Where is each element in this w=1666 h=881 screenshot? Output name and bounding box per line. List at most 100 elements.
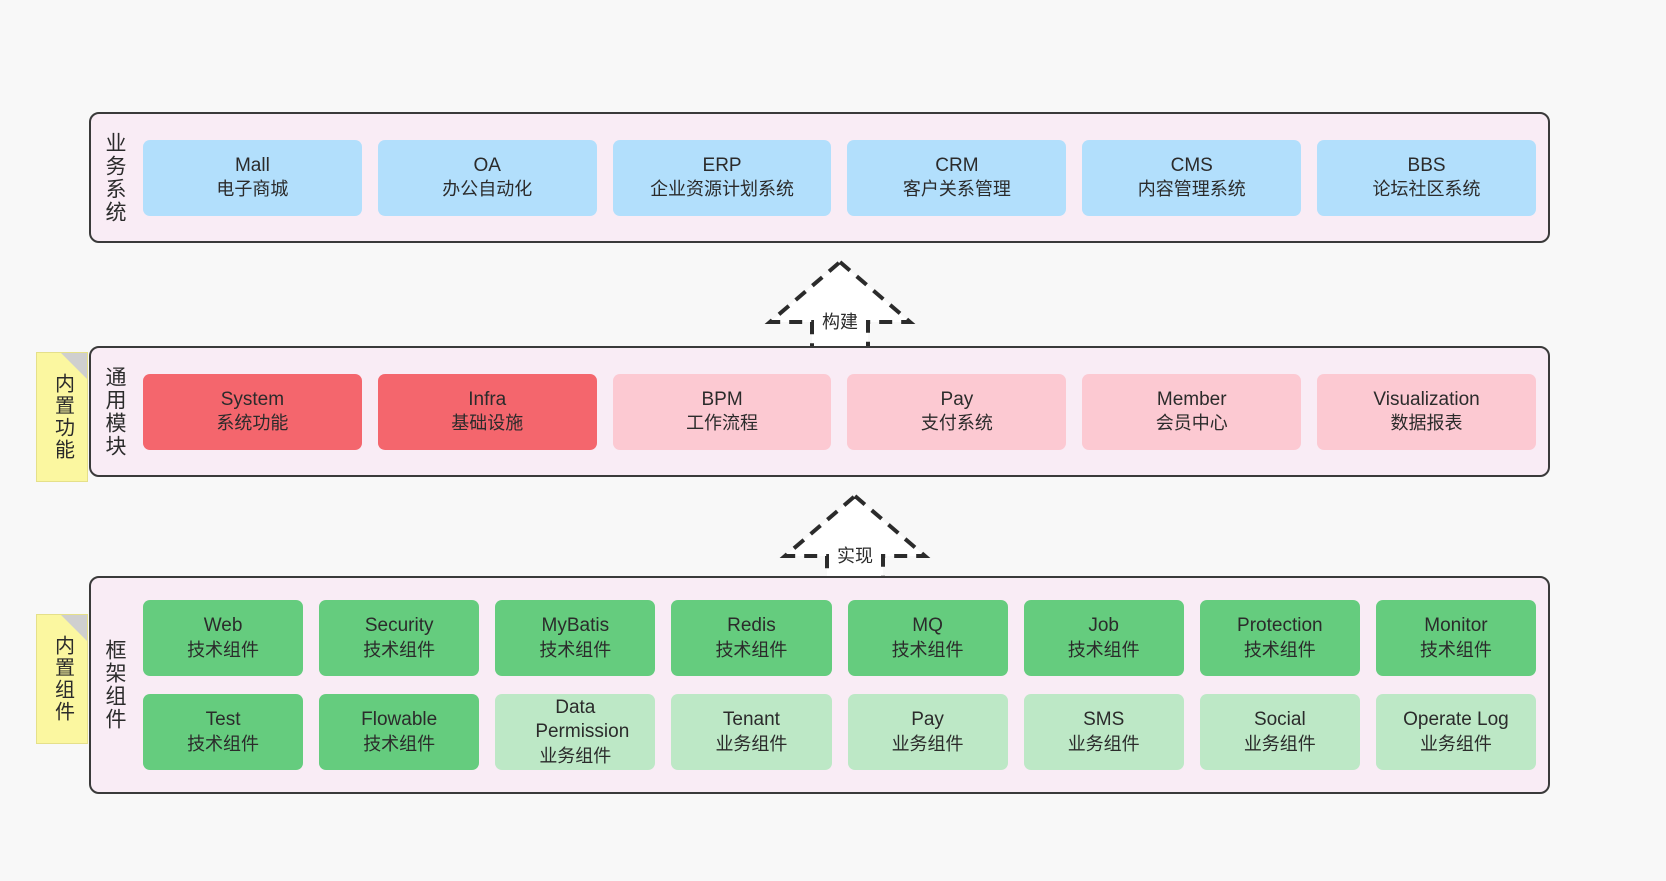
arrow-build-shape <box>764 259 916 356</box>
card-subtitle: 业务组件 <box>1067 733 1140 754</box>
card-title: Social <box>1253 709 1306 731</box>
card-sms[interactable]: SMS 业务组件 <box>1023 694 1184 770</box>
card-subtitle: 业务组件 <box>891 733 964 754</box>
card-infra[interactable]: Infra 基础设施 <box>377 373 597 450</box>
card-job[interactable]: Job 技术组件 <box>1023 600 1184 676</box>
card-subtitle: 技术组件 <box>1067 639 1140 660</box>
layer-body-common-modules: System 系统功能 Infra 基础设施 BPM 工作流程 Pay 支付系统… <box>137 348 1548 475</box>
card-crm[interactable]: CRM 客户关系管理 <box>847 139 1067 216</box>
card-subtitle: 技术组件 <box>187 733 260 754</box>
arrow-build-label: 构建 <box>822 312 858 332</box>
card-bbs[interactable]: BBS 论坛社区系统 <box>1317 139 1536 216</box>
card-title: ERP <box>702 154 742 176</box>
card-pay-business[interactable]: Pay 业务组件 <box>847 694 1008 770</box>
card-title: Web <box>203 615 243 637</box>
card-subtitle: 内容管理系统 <box>1137 179 1246 200</box>
arrow-implement: 实现 <box>775 492 935 590</box>
card-pay[interactable]: Pay 支付系统 <box>847 373 1067 450</box>
card-operate-log[interactable]: Operate Log 业务组件 <box>1375 694 1536 770</box>
card-row-technical: Web 技术组件 Security 技术组件 MyBatis 技术组件 Redi… <box>143 600 1536 676</box>
note-builtin-components: 内置组件 <box>36 614 88 744</box>
card-title: MyBatis <box>541 615 610 637</box>
card-title: BBS <box>1407 154 1446 176</box>
note-fold-corner-icon <box>61 615 87 641</box>
card-subtitle: 业务组件 <box>715 733 788 754</box>
card-title: Pay <box>940 388 974 410</box>
card-subtitle: 技术组件 <box>1419 639 1492 660</box>
note-fold-corner-icon <box>61 353 87 379</box>
card-member[interactable]: Member 会员中心 <box>1082 373 1302 450</box>
card-title: CMS <box>1170 154 1213 176</box>
card-subtitle: 技术组件 <box>363 733 436 754</box>
card-title: Visualization <box>1373 388 1480 410</box>
card-title: System <box>220 388 285 410</box>
card-data-permission[interactable]: Data Permission 业务组件 <box>495 694 656 770</box>
card-subtitle: 技术组件 <box>363 639 436 660</box>
arrow-implement-shape <box>779 493 931 590</box>
card-title: Security <box>364 615 434 637</box>
card-test[interactable]: Test 技术组件 <box>143 694 304 770</box>
card-protection[interactable]: Protection 技术组件 <box>1199 600 1360 676</box>
card-subtitle: 基础设施 <box>451 413 524 434</box>
card-subtitle: 业务组件 <box>539 745 612 766</box>
card-row: Mall 电子商城 OA 办公自动化 ERP 企业资源计划系统 CRM 客户关系… <box>143 139 1536 216</box>
layer-title-framework-components: 框架组件 <box>103 639 127 731</box>
card-subtitle: 客户关系管理 <box>902 179 1011 200</box>
card-mybatis[interactable]: MyBatis 技术组件 <box>495 600 656 676</box>
card-bpm[interactable]: BPM 工作流程 <box>612 373 832 450</box>
layer-framework-components: 框架组件 Web 技术组件 Security 技术组件 MyBatis 技术组件… <box>89 576 1550 794</box>
card-subtitle: 论坛社区系统 <box>1372 179 1481 200</box>
card-web[interactable]: Web 技术组件 <box>143 600 304 676</box>
note-builtin-features: 内置功能 <box>36 352 88 482</box>
card-subtitle: 技术组件 <box>891 639 964 660</box>
card-title: CRM <box>935 154 979 176</box>
card-title: Test <box>205 709 241 731</box>
card-erp[interactable]: ERP 企业资源计划系统 <box>612 139 832 216</box>
card-title: Mall <box>234 154 270 176</box>
card-mq[interactable]: MQ 技术组件 <box>847 600 1008 676</box>
card-mall[interactable]: Mall 电子商城 <box>143 139 362 216</box>
card-cms[interactable]: CMS 内容管理系统 <box>1082 139 1302 216</box>
card-title: Redis <box>727 615 776 637</box>
card-title: SMS <box>1083 709 1125 731</box>
note-label: 内置功能 <box>51 373 74 461</box>
card-subtitle: 业务组件 <box>1419 733 1492 754</box>
card-subtitle: 业务组件 <box>1243 733 1316 754</box>
card-title: Job <box>1088 615 1119 637</box>
card-redis[interactable]: Redis 技术组件 <box>671 600 832 676</box>
layer-title-business-systems: 业务系统 <box>103 131 127 224</box>
card-title: Operate Log <box>1403 709 1509 731</box>
card-subtitle: 支付系统 <box>920 413 993 434</box>
card-security[interactable]: Security 技术组件 <box>319 600 480 676</box>
card-title: Infra <box>468 388 507 410</box>
card-tenant[interactable]: Tenant 业务组件 <box>671 694 832 770</box>
layer-body-framework-components: Web 技术组件 Security 技术组件 MyBatis 技术组件 Redi… <box>137 578 1548 792</box>
card-title: Member <box>1156 388 1227 410</box>
card-subtitle: 技术组件 <box>187 639 260 660</box>
card-monitor[interactable]: Monitor 技术组件 <box>1375 600 1536 676</box>
card-social[interactable]: Social 业务组件 <box>1199 694 1360 770</box>
card-subtitle: 技术组件 <box>1243 639 1316 660</box>
card-row: System 系统功能 Infra 基础设施 BPM 工作流程 Pay 支付系统… <box>143 373 1536 450</box>
card-system[interactable]: System 系统功能 <box>143 373 362 450</box>
card-title: Flowable <box>361 709 438 731</box>
layer-common-modules: 通用模块 System 系统功能 Infra 基础设施 BPM 工作流程 Pay… <box>89 346 1550 477</box>
card-title: Protection <box>1237 615 1323 637</box>
layer-business-systems: 业务系统 Mall 电子商城 OA 办公自动化 ERP 企业资源计划系统 CRM… <box>89 112 1550 243</box>
card-visualization[interactable]: Visualization 数据报表 <box>1317 373 1536 450</box>
card-subtitle: 技术组件 <box>715 639 788 660</box>
card-row-business: Test 技术组件 Flowable 技术组件 Data Permission … <box>143 694 1536 770</box>
card-title: Data Permission <box>535 697 630 743</box>
card-title: MQ <box>912 615 943 637</box>
card-flowable[interactable]: Flowable 技术组件 <box>319 694 480 770</box>
card-subtitle: 数据报表 <box>1390 413 1463 434</box>
card-oa[interactable]: OA 办公自动化 <box>377 139 597 216</box>
card-subtitle: 会员中心 <box>1155 413 1228 434</box>
card-title: Tenant <box>722 709 780 731</box>
note-label: 内置组件 <box>51 635 74 723</box>
layer-title-common-modules: 通用模块 <box>103 365 127 458</box>
arrow-implement-label: 实现 <box>837 546 873 566</box>
layer-body-business-systems: Mall 电子商城 OA 办公自动化 ERP 企业资源计划系统 CRM 客户关系… <box>137 114 1548 241</box>
card-subtitle: 办公自动化 <box>442 179 533 200</box>
